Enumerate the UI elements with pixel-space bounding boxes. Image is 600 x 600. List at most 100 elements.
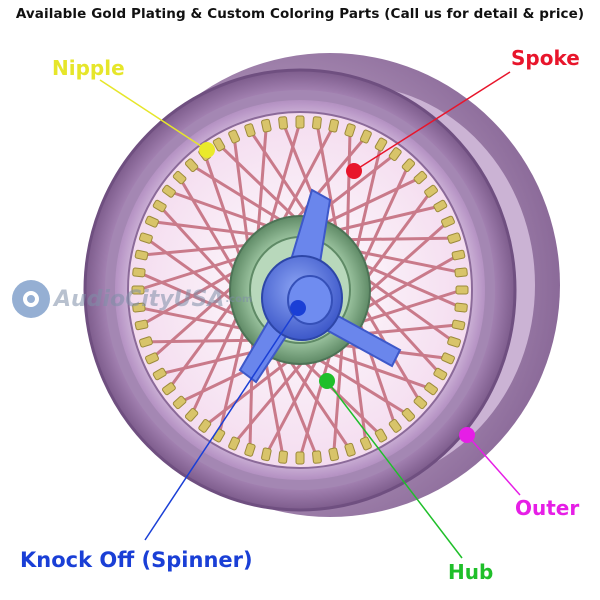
nipple (145, 215, 159, 228)
marker-spoke (346, 163, 362, 179)
nipple (278, 116, 288, 130)
spoke (349, 327, 368, 444)
spoke (232, 136, 251, 253)
leader-knock-off (144, 307, 299, 541)
nipple (131, 285, 145, 295)
spoke (357, 253, 460, 314)
nipple (139, 232, 153, 244)
nipple (184, 408, 199, 422)
leader-spoke (353, 71, 511, 172)
nipple (447, 336, 461, 348)
nipple (344, 123, 356, 138)
nipple (374, 137, 388, 152)
nipple (152, 367, 167, 381)
spokes (137, 121, 463, 459)
nipple (451, 249, 466, 261)
nipple (455, 285, 469, 295)
spoke (266, 121, 302, 235)
nipple (261, 118, 272, 133)
spoke (178, 176, 241, 279)
nipple (212, 137, 226, 152)
spoke (158, 204, 240, 293)
leader-nipple (99, 79, 208, 151)
nipple (359, 436, 372, 451)
nipple (441, 352, 455, 365)
spoke (290, 135, 368, 226)
nipple (134, 319, 149, 331)
marker-outer (459, 427, 475, 443)
nipple (424, 382, 438, 396)
spoke (138, 271, 245, 320)
marker-nipple (199, 142, 215, 158)
nipple (198, 419, 212, 433)
page-title: Available Gold Plating & Custom Coloring… (15, 6, 585, 22)
nipple (374, 428, 388, 443)
nipple (388, 419, 402, 433)
spoke (255, 125, 268, 243)
nipple (162, 184, 176, 198)
nipple (401, 408, 416, 422)
spoke (340, 236, 455, 242)
nipple (401, 158, 416, 172)
nipple (312, 116, 322, 130)
label-nipple: Nipple (52, 56, 125, 80)
spoke (264, 351, 323, 456)
nipple (413, 170, 428, 185)
nipple (261, 447, 272, 462)
watermark-suffix: .com (225, 293, 253, 305)
spoke (316, 176, 422, 229)
nipple (132, 267, 146, 278)
nipple (454, 267, 468, 278)
nipple (441, 215, 455, 228)
nipple (328, 118, 339, 133)
spoke (203, 153, 245, 266)
nipple (424, 184, 438, 198)
nipple (132, 302, 146, 313)
nipple (359, 129, 372, 144)
nipple (312, 450, 322, 464)
nipple (413, 395, 428, 410)
label-hub: Hub (448, 560, 494, 584)
spoke (277, 124, 336, 229)
nipple (172, 395, 187, 410)
spinner-cap-center (287, 275, 333, 325)
spoke (232, 354, 310, 445)
spoke (145, 338, 260, 344)
marker-hub (319, 373, 335, 389)
nipple (454, 302, 468, 313)
spoke (138, 306, 252, 332)
nipple (328, 447, 339, 462)
spoke (348, 248, 462, 274)
nipple (278, 450, 288, 464)
label-knock-off: Knock Off (Spinner) (20, 548, 253, 572)
leader-hub (326, 380, 463, 559)
nipple (344, 442, 356, 457)
leader-outer (466, 434, 521, 496)
nipple (451, 319, 466, 331)
nipple (152, 199, 167, 213)
watermark-text: AudioCityUSA (54, 286, 225, 312)
spoke (329, 204, 441, 234)
nipple (447, 232, 461, 244)
nipple (228, 129, 241, 144)
watermark-logo-icon (12, 280, 50, 318)
label-spoke: Spoke (511, 46, 580, 70)
nipple (184, 158, 199, 172)
nipple (162, 382, 176, 396)
nipple (244, 442, 256, 457)
nipple (244, 123, 256, 138)
rim-lip-ring (105, 90, 495, 490)
nipple (172, 170, 187, 185)
marker-knock-off (290, 300, 306, 316)
nipple (295, 451, 305, 465)
nipple (433, 199, 448, 213)
nipple (139, 336, 153, 348)
nipple (145, 352, 159, 365)
spoke (203, 354, 297, 428)
nipple (295, 115, 305, 129)
nipple (388, 147, 402, 161)
spoke (298, 345, 334, 459)
nipple (228, 436, 241, 451)
spoke (145, 236, 241, 307)
